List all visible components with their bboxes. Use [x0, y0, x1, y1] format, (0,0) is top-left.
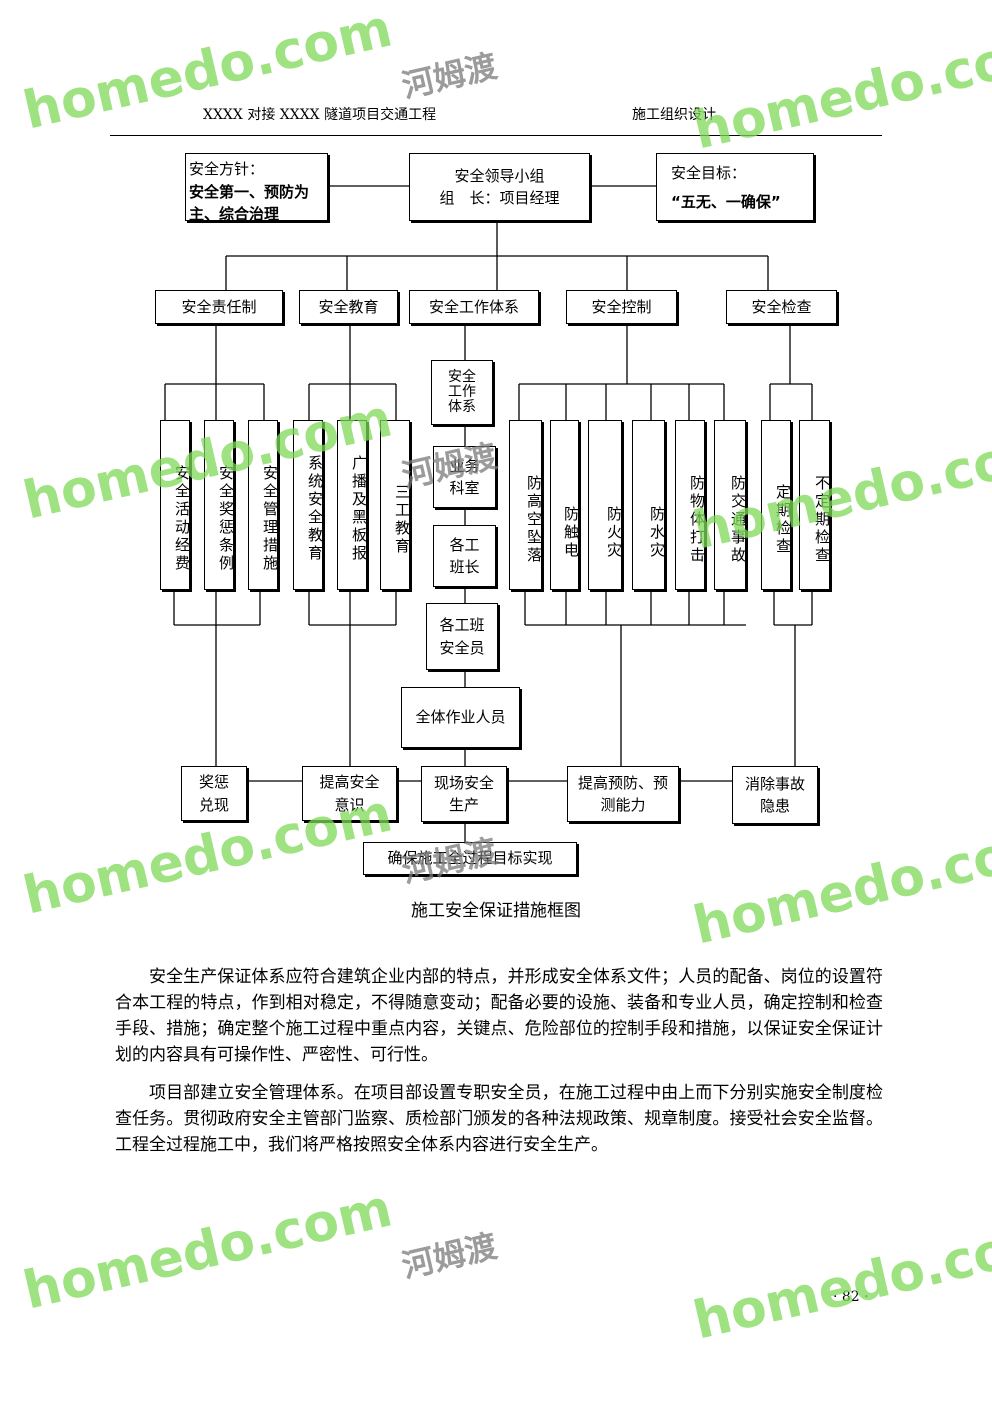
ctrl-electric-text: 防触电 — [562, 505, 580, 560]
safety-policy-title: 安全方针： — [189, 160, 265, 178]
result-prevention: 提高预防、预测能力 — [567, 766, 679, 822]
header-rule — [110, 135, 882, 136]
ctrl-traffic-text: 防交通事故 — [729, 475, 747, 565]
chain-business-dept: 业务科室 — [433, 446, 496, 508]
resp-management-measures-text: 安全管理措施 — [261, 465, 279, 573]
leader-line-2: 组 长：项目经理 — [439, 189, 560, 207]
level2-responsibility: 安全责任制 — [155, 290, 283, 324]
ctrl-object-strike-text: 防物体打击 — [688, 475, 706, 565]
safety-goal-box: 安全目标： “五无、一确保” — [656, 153, 814, 221]
safety-leader-box: 安全领导小组 组 长：项目经理 — [409, 153, 590, 221]
result-site-safety: 现场安全生产 — [421, 766, 507, 822]
resp-reward-rules-text: 安全奖惩条例 — [217, 465, 235, 573]
check-random-text: 不定期检查 — [813, 475, 831, 565]
safety-goal-title: 安全目标： — [671, 164, 747, 182]
ctrl-fire: 防火灾 — [588, 420, 623, 590]
level2-check: 安全检查 — [726, 290, 837, 324]
chain-all-workers: 全体作业人员 — [401, 687, 520, 748]
check-periodic: 定期检查 — [761, 420, 792, 590]
level2-control: 安全控制 — [566, 290, 677, 324]
header-left: XXXX 对接 XXXX 隧道项目交通工程 — [203, 107, 437, 123]
paragraph-2: 项目部建立安全管理体系。在项目部设置专职安全员，在施工过程中由上而下分别实施安全… — [115, 1083, 883, 1155]
leader-line-1: 安全领导小组 — [454, 166, 545, 185]
ctrl-fall: 防高空坠落 — [509, 420, 543, 590]
ctrl-object-strike: 防物体打击 — [675, 420, 706, 590]
check-periodic-text: 定期检查 — [774, 484, 792, 556]
resp-activity-funds-text: 安全活动经费 — [173, 465, 191, 573]
edu-system-text: 系统安全教育 — [306, 455, 324, 563]
edu-three-level-text: 三工教育 — [393, 484, 411, 556]
ctrl-fire-text: 防火灾 — [605, 505, 623, 560]
level2-education: 安全教育 — [299, 290, 398, 324]
level2-work-system: 安全工作体系 — [409, 290, 539, 324]
chain-work-system: 安全工作体系 — [431, 360, 493, 425]
result-awareness: 提高安全意识 — [302, 766, 397, 821]
resp-reward-rules: 安全奖惩条例 — [204, 420, 235, 590]
chain-team-leaders: 各工班长 — [433, 525, 496, 587]
resp-management-measures: 安全管理措施 — [248, 420, 279, 590]
safety-goal-text: “五无、一确保” — [671, 192, 781, 211]
chain-team-safety-officers: 各工班安全员 — [426, 603, 498, 670]
page-number: · 82 · — [833, 1289, 869, 1305]
ctrl-electric: 防触电 — [550, 420, 580, 590]
edu-broadcast: 广播及黑板报 — [337, 420, 368, 590]
final-goal-box: 确保施工全过程目标实现 — [363, 842, 577, 875]
edu-three-level: 三工教育 — [380, 420, 411, 590]
header-right: 施工组织设计 — [632, 107, 716, 123]
paragraph-1: 安全生产保证体系应符合建筑企业内部的特点，并形成安全体系文件；人员的配备、岗位的… — [115, 967, 883, 1065]
resp-activity-funds: 安全活动经费 — [160, 420, 191, 590]
check-random: 不定期检查 — [799, 420, 831, 590]
result-eliminate-hazards: 消除事故隐患 — [732, 766, 818, 824]
edu-broadcast-text: 广播及黑板报 — [350, 455, 368, 563]
result-reward: 奖惩兑现 — [181, 766, 247, 821]
ctrl-flood-text: 防水灾 — [648, 505, 666, 560]
edu-system: 系统安全教育 — [293, 420, 324, 590]
figure-caption: 施工安全保证措施框图 — [411, 901, 581, 921]
ctrl-flood: 防水灾 — [632, 420, 666, 590]
safety-policy-box: 安全方针： 安全第一、预防为主、综合治理 — [185, 153, 328, 223]
ctrl-fall-text: 防高空坠落 — [525, 475, 543, 565]
ctrl-traffic: 防交通事故 — [714, 420, 747, 590]
safety-policy-text: 安全第一、预防为主、综合治理 — [189, 182, 310, 224]
